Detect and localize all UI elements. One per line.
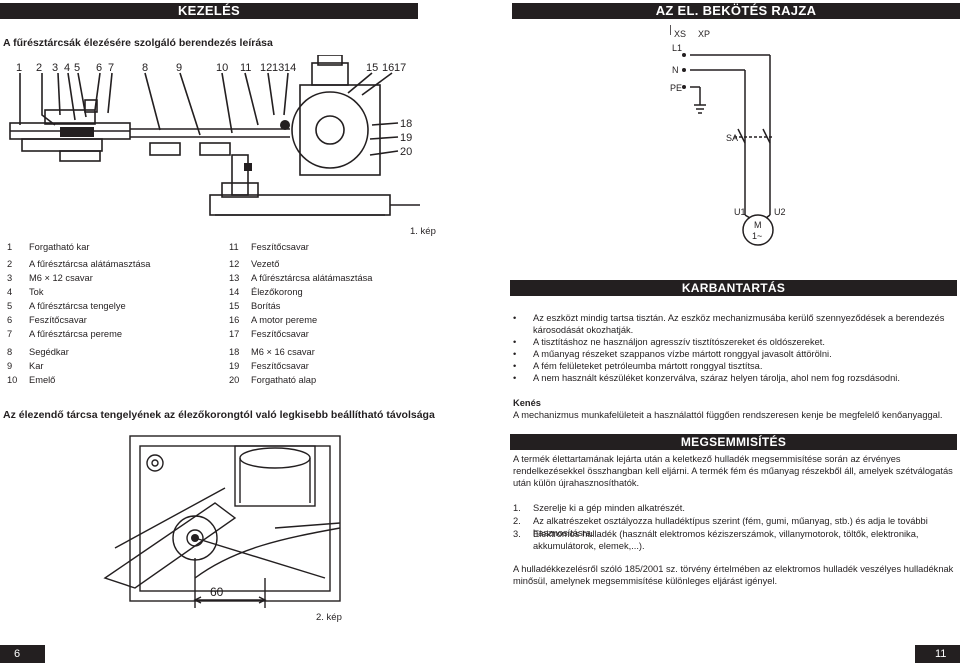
figure-2-caption: 2. kép	[316, 612, 342, 623]
figure-1-sharpener-drawing: 1 2 3 4 5 6 7 8 9 10 11 12 13 14 15 16 1…	[9, 55, 420, 216]
callout-9: 9	[176, 62, 182, 74]
callout-7: 7	[108, 62, 114, 74]
callout-18: 18	[400, 118, 412, 130]
fig1-callout-numbers: 1 2 3 4 5 6 7 8 9 10 11 12 13 14 15 16 1…	[16, 62, 412, 158]
label-l1: L1	[672, 43, 682, 53]
maintenance-title: KARBANTARTÁS	[510, 280, 957, 296]
maintenance-bullet: •Az eszközt mindig tartsa tisztán. Az es…	[513, 313, 945, 335]
lubrication-text: A mechanizmus munkafelületeit a használa…	[513, 410, 943, 420]
distance-title: Az élezendő tárcsa tengelyének az élezők…	[3, 409, 435, 421]
label-m: M	[754, 220, 762, 230]
label-xp: XP	[698, 29, 710, 39]
callout-1: 1	[16, 62, 22, 74]
callout-15: 15	[366, 62, 378, 74]
callout-11: 11	[240, 62, 251, 74]
maintenance-bullet: •A műanyag részeket szappanos vízbe márt…	[513, 349, 832, 359]
disposal-step: 2.Az alkatrészeket osztályozza hulladékt…	[513, 516, 928, 538]
right-header-bar: AZ EL. BEKÖTÉS RAJZA	[512, 3, 960, 19]
figure-1-caption: 1. kép	[410, 226, 436, 237]
callout-5: 5	[74, 62, 80, 74]
maintenance-bullet: •A nem használt készüléket konzerválva, …	[513, 373, 900, 383]
callout-20: 20	[400, 146, 412, 158]
callout-3: 3	[52, 62, 58, 74]
lubrication-title: Kenés	[513, 398, 541, 408]
maintenance-bullet: •A tisztításhoz ne használjon agresszív …	[513, 337, 825, 347]
label-phase: 1~	[752, 231, 762, 241]
page-number-right: 11	[915, 645, 960, 663]
label-u1: U1	[734, 207, 746, 217]
page-number-left: 6	[0, 645, 45, 663]
maintenance-bullet: •A fém felületeket petróleumba mártott r…	[513, 361, 763, 371]
callout-17: 17	[394, 62, 406, 74]
figure-2-distance-drawing: 60	[103, 435, 341, 608]
disposal-step: 1.Szerelje ki a gép minden alkatrészét.	[513, 503, 685, 513]
label-pe: PE	[670, 83, 682, 93]
callout-2: 2	[36, 62, 42, 74]
callout-13: 13	[272, 62, 284, 74]
left-subtitle: A fűrésztárcsák élezésére szolgáló beren…	[3, 37, 273, 49]
label-sa: SA	[726, 133, 738, 143]
callout-4: 4	[64, 62, 70, 74]
disposal-intro: A termék élettartamának lejárta után a k…	[513, 454, 953, 488]
label-n: N	[672, 65, 679, 75]
callout-19: 19	[400, 132, 412, 144]
disposal-law: A hulladékkezelésről szóló 185/2001 sz. …	[513, 564, 954, 586]
callout-6: 6	[96, 62, 102, 74]
disposal-title: MEGSEMMISÍTÉS	[510, 434, 957, 450]
label-xs: XS	[674, 29, 686, 39]
dimension-label: 60	[210, 585, 224, 599]
callout-16: 16	[382, 62, 394, 74]
disposal-step: 3.Elektromos hulladék (használt elektrom…	[513, 529, 919, 551]
label-u2: U2	[774, 207, 786, 217]
left-header-bar: KEZELÉS	[0, 3, 418, 19]
callout-12: 12	[260, 62, 272, 74]
callout-10: 10	[216, 62, 228, 74]
callout-8: 8	[142, 62, 148, 74]
wiring-diagram: XS XP L1 N PE SA U1 U2 M 1~	[670, 25, 786, 246]
callout-14: 14	[284, 62, 296, 74]
